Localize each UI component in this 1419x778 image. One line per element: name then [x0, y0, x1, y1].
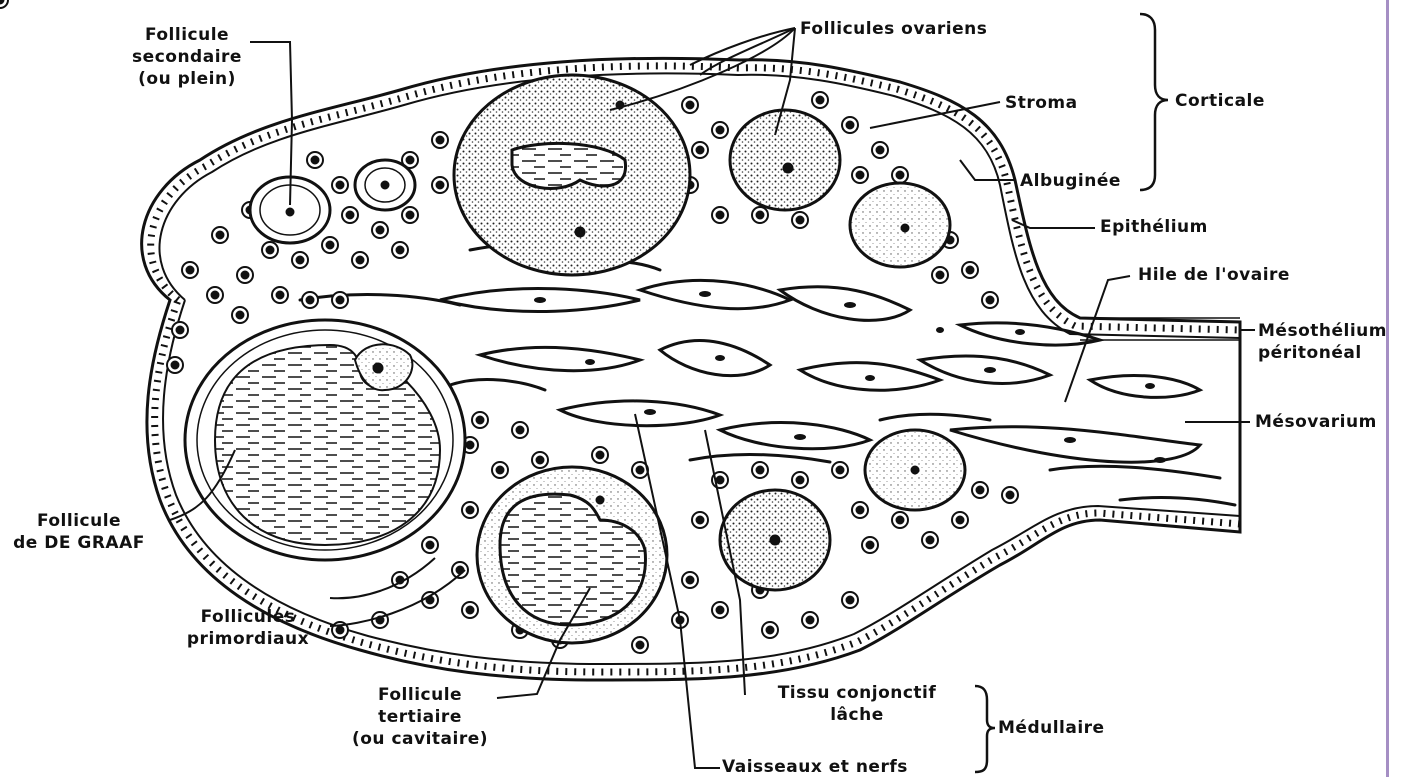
label-hile: Hile de l'ovaire [1138, 264, 1290, 286]
label-follicule-secondaire-line1: Follicule [112, 24, 262, 46]
label-follicule-secondaire-line3: (ou plein) [112, 68, 262, 90]
label-follicule-tertiaire: Follicule tertiaire (ou cavitaire) [340, 684, 500, 750]
tertiary-follicle [477, 467, 667, 643]
secondary-follicle [250, 160, 415, 243]
graafian-follicle [185, 320, 465, 560]
label-mesothelium-line2: péritonéal [1258, 342, 1387, 364]
label-tertiaire-line1: Follicule [340, 684, 500, 706]
label-mesothelium-line1: Mésothélium [1258, 320, 1387, 342]
growing-follicle-right [730, 110, 950, 267]
label-tissu-line2: lâche [752, 704, 962, 726]
label-tertiaire-line2: tertiaire [340, 706, 500, 728]
label-follicule-secondaire-line2: secondaire [112, 46, 262, 68]
label-corticale: Corticale [1175, 90, 1265, 112]
label-tissu-conjonctif: Tissu conjonctif lâche [752, 682, 962, 726]
page-edge-accent [1386, 0, 1389, 777]
label-vaisseaux: Vaisseaux et nerfs [722, 756, 908, 778]
label-stroma: Stroma [1005, 92, 1078, 114]
label-tissu-line1: Tissu conjonctif [752, 682, 962, 704]
label-de-graaf-line1: Follicule [4, 510, 154, 532]
label-epithelium: Epithélium [1100, 216, 1208, 238]
label-mesovarium: Mésovarium [1255, 411, 1377, 433]
label-medullaire: Médullaire [998, 717, 1105, 739]
vessel-nuclei [534, 291, 1166, 463]
label-primordiaux-line2: primordiaux [168, 628, 328, 650]
label-mesothelium: Mésothélium péritonéal [1258, 320, 1387, 364]
label-tertiaire-line3: (ou cavitaire) [340, 728, 500, 750]
label-follicules-primordiaux: Follicules primordiaux [168, 606, 328, 650]
label-albuginee: Albuginée [1020, 170, 1121, 192]
label-follicule-secondaire: Follicule secondaire (ou plein) [112, 24, 262, 90]
label-de-graaf-line2: de DE GRAAF [4, 532, 154, 554]
braces [975, 14, 1168, 772]
label-follicules-ovariens: Follicules ovariens [800, 18, 987, 40]
label-primordiaux-line1: Follicules [168, 606, 328, 628]
label-follicule-de-graaf: Follicule de DE GRAAF [4, 510, 154, 554]
growing-follicle-top [454, 75, 690, 275]
